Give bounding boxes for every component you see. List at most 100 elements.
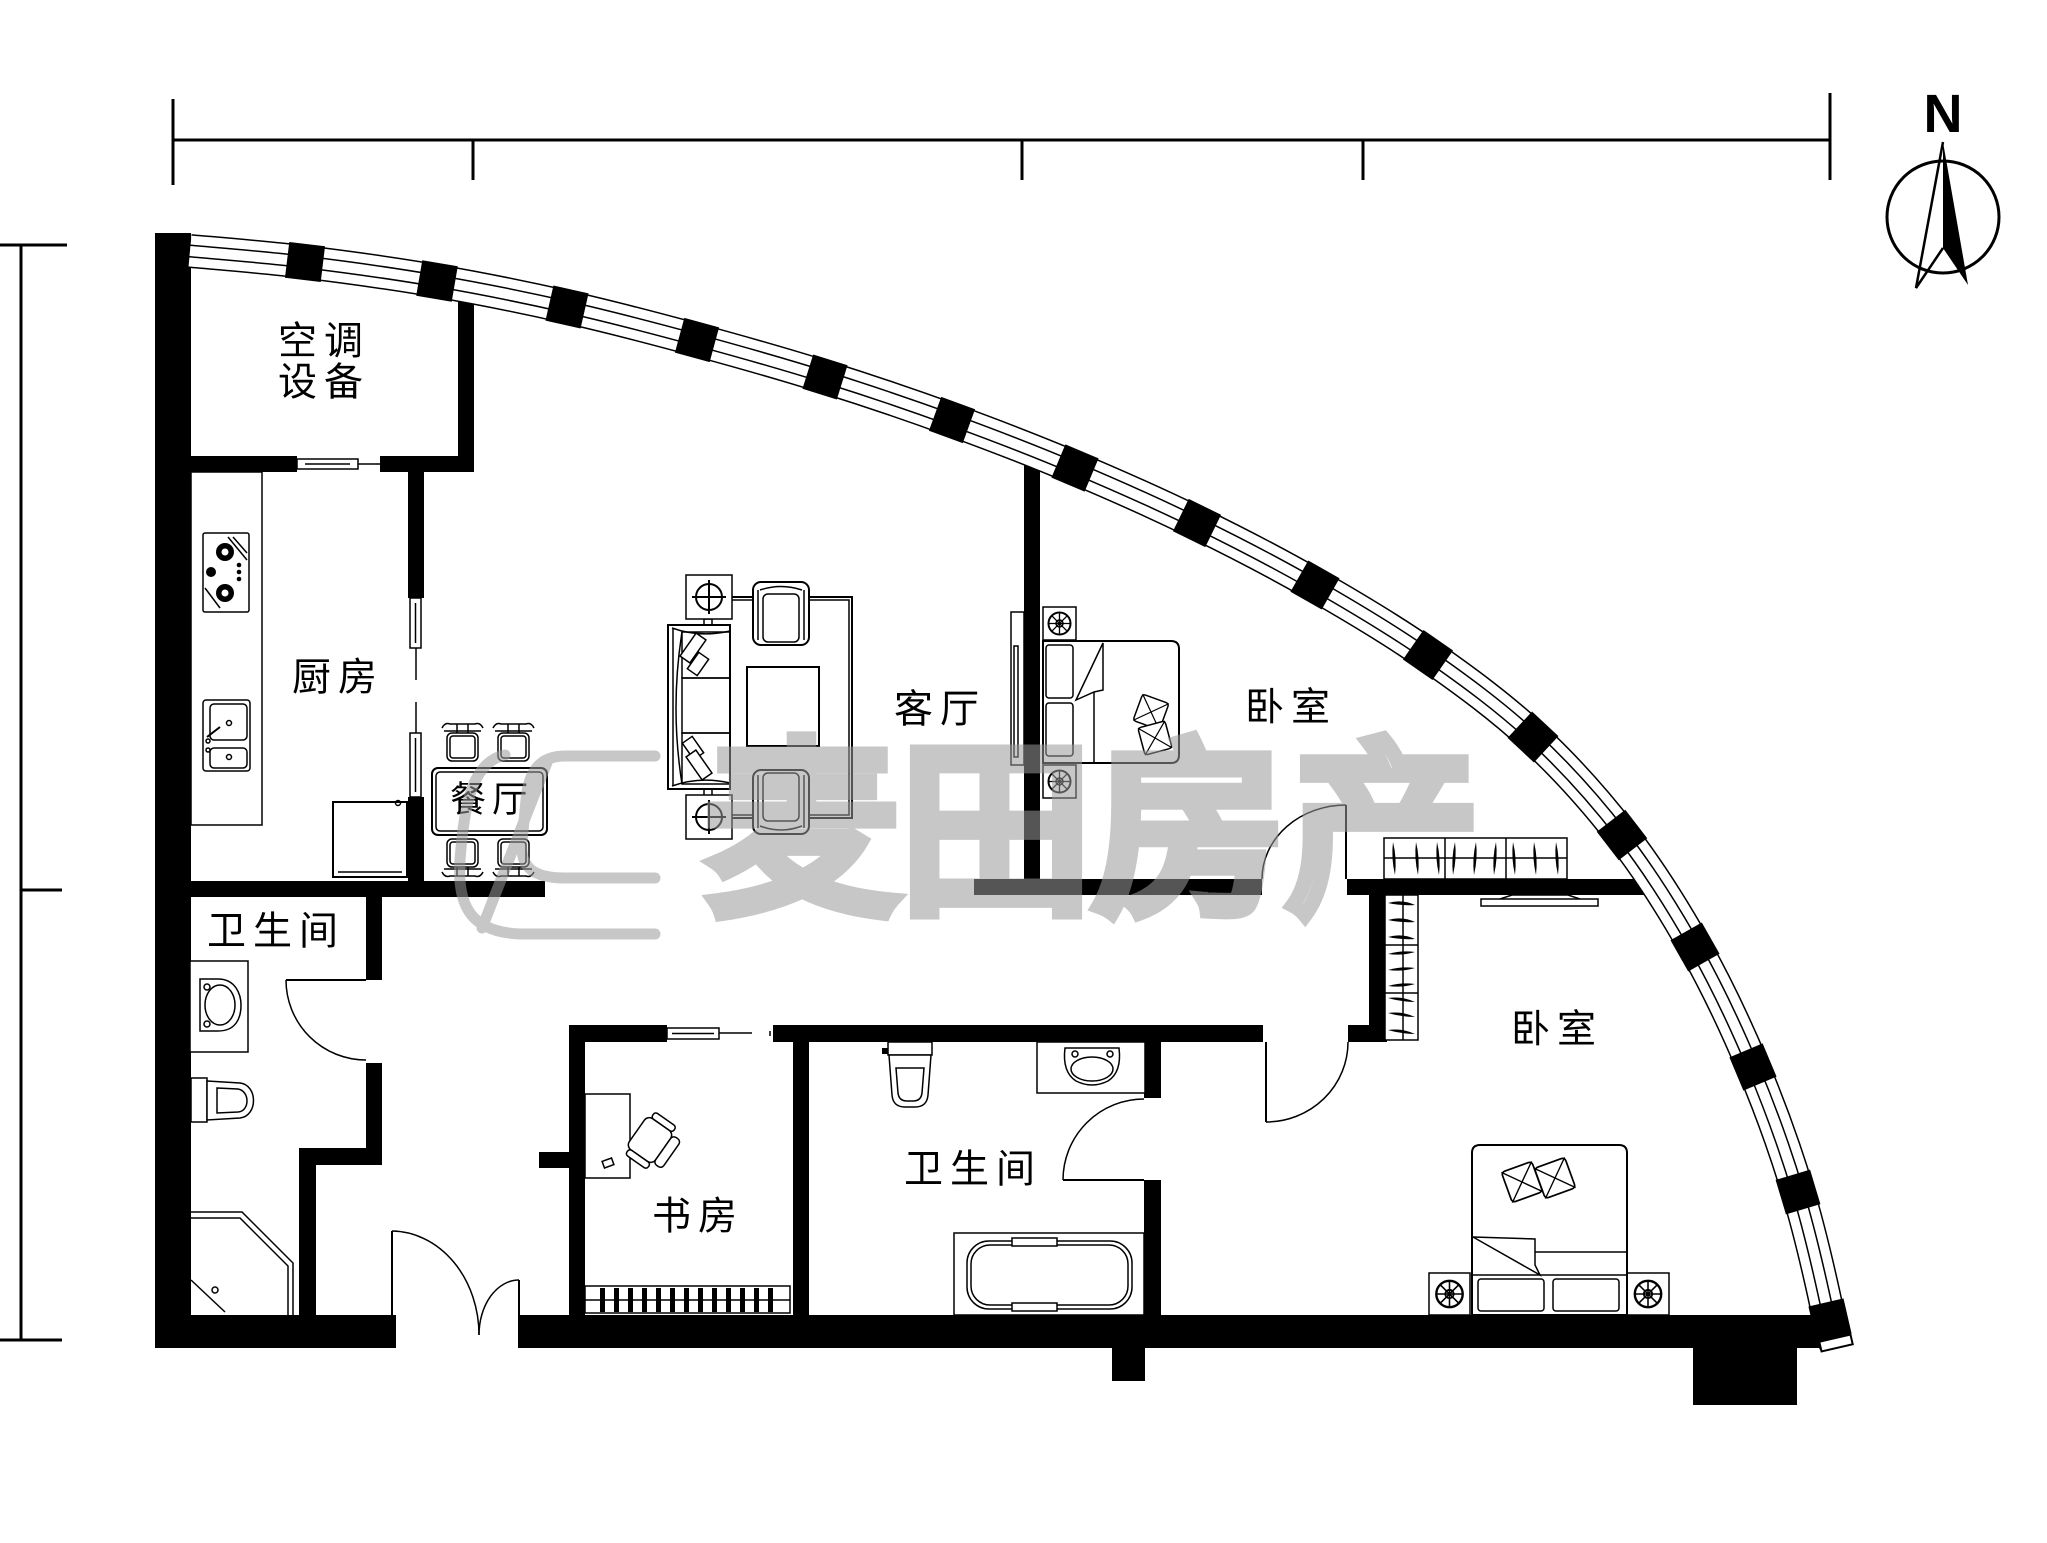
door-bedroom-south [1265,1041,1349,1123]
sofa-cushion [681,732,731,785]
stove-knob [236,576,242,582]
blanket-fold [1074,642,1104,702]
room-label-living-room: 客厅 [894,688,986,733]
lamp-icon [1435,1279,1464,1309]
hanger [1533,842,1537,875]
bed-pillow [1045,702,1074,757]
bathroom-west-fixtures [189,960,294,1315]
book [614,1288,619,1312]
desk-item [601,1157,615,1169]
sink-faucet [206,726,221,738]
window-pillars [284,241,1852,1342]
wash-basin [1036,1041,1146,1094]
window-pillar [1808,1298,1852,1342]
sofa-back-curve [675,631,683,785]
toilet [190,1077,255,1123]
toilet-seat [216,1087,248,1114]
arrow-filled-half [1943,142,1968,285]
wall-bathroom-south-east [1144,1180,1161,1315]
window-pillar [674,317,720,363]
chair-seat [497,732,530,762]
book [768,1288,773,1312]
watermark-text: 麦田房产 [705,723,1480,944]
toilet-seat [895,1067,925,1102]
stove-icon [202,532,250,613]
armchair [752,769,810,835]
bathtub-handle [1011,1302,1058,1312]
hanger [1512,842,1516,875]
burner-center [221,548,229,556]
sink-drain [225,753,233,761]
wall-ac-kitchen [380,456,474,472]
hanger [1473,842,1477,875]
door-bathroom-south [1062,1098,1145,1181]
toilet-bowl [888,1054,932,1108]
doors [285,458,1349,1336]
book [670,1288,675,1312]
book [656,1288,661,1312]
stove-line [227,536,248,561]
hanger [1415,842,1419,875]
wall-bathroom-south-north [773,1025,1263,1042]
bedroom-north-furniture [1010,606,1180,799]
door-swing-arc [478,1279,520,1336]
sofa [667,624,731,790]
chair-back [441,722,484,729]
room-label-ac-equipment: 设备 [278,361,370,406]
chair-arm [651,1112,676,1133]
dining-chair [441,722,484,762]
chair-arm [625,1149,651,1169]
armchair [752,581,810,646]
kitchen-fixtures [190,471,408,878]
burner-small [206,567,216,577]
shower-corner [190,1279,226,1313]
basin-inner [204,984,236,1026]
sink-tap [205,747,211,753]
hanger [1388,901,1415,906]
wall-bathroom-west-step [299,1148,382,1165]
basin-tap [1071,1050,1079,1058]
wall-living-bedroom [1024,460,1040,895]
sink-drain [225,719,233,727]
nightstand [1042,764,1077,799]
room-label-ac-equipment: 空调 [278,320,370,365]
book [628,1288,633,1312]
shower-tray [190,1211,294,1315]
wall-south-exterior [518,1315,1825,1348]
room-label-study: 书房 [652,1195,744,1240]
nightstand [1042,606,1077,641]
bed-pillow [1552,1278,1620,1312]
room-label-bedroom-south: 卧室 [1511,1008,1603,1053]
wardrobe-horizontal [1383,837,1568,880]
room-label-bathroom-south: 卫生间 [904,1148,1042,1193]
hanger [1388,918,1415,923]
dining-table-inner [435,771,544,832]
wardrobe-vertical [1384,894,1419,1041]
north-arrow-icon [1914,141,1968,289]
chair-seat-inner [500,735,527,759]
armchair-frame [752,769,810,835]
book [698,1288,703,1312]
hanger [1388,997,1415,1002]
nightstand [1626,1272,1670,1316]
window-pillar [1670,922,1720,972]
bathtub-body [953,1232,1145,1316]
maitian-logo-icon [454,749,661,940]
window-pillar [802,354,848,400]
nightstand [1428,1272,1471,1316]
room-label-kitchen: 厨房 [292,656,384,701]
lamp-icon [1633,1279,1663,1309]
wall-study-east [793,1025,809,1315]
tv-cabinet [1010,611,1025,766]
window-pillar [1729,1043,1777,1091]
wall-kitchen-east [408,797,424,882]
window-pillar [1507,711,1559,763]
door-bathroom-west [285,979,367,1061]
armchair-seat [762,593,800,643]
curved-window-wall [190,241,1854,1352]
wash-basin [189,960,249,1053]
hanger [1493,842,1497,875]
wall-study-north [569,1025,667,1042]
compass-north-label: N [1924,84,1963,144]
